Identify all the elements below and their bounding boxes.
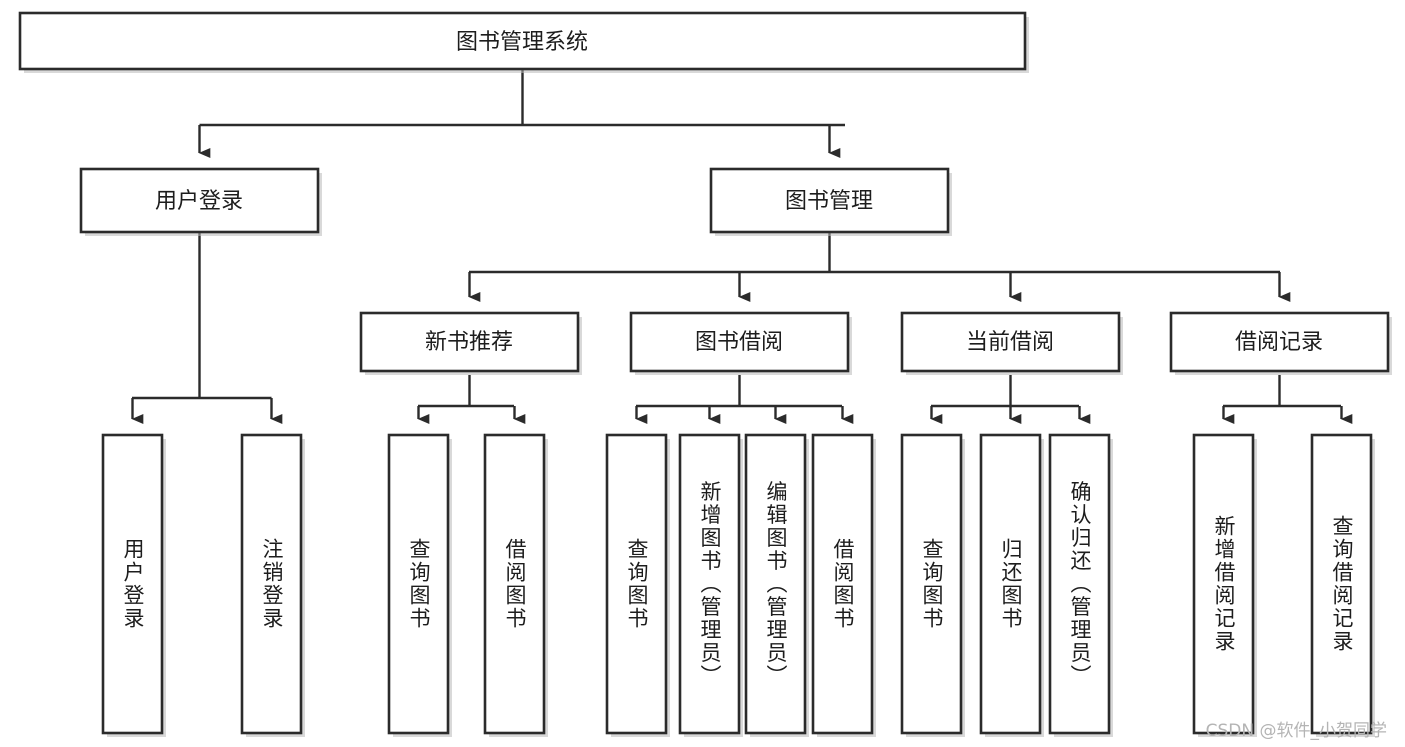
current-borrow-box [900, 311, 1121, 373]
book-management-label: 图书管理 [785, 189, 873, 214]
leaf-edit-book-box [744, 433, 807, 735]
book-borrow-label: 图书借阅 [695, 330, 783, 355]
new-book-recommend-box [359, 311, 580, 373]
borrow-record-label: 借阅记录 [1235, 330, 1323, 355]
leaf-logout-label: 注销登录 [260, 538, 284, 630]
node-leaf-user-login[interactable]: 用户登录 [101, 433, 166, 737]
new-book-recommend-label: 新书推荐 [425, 330, 513, 355]
leaf-borrow-book-2-label: 借阅图书 [831, 538, 855, 630]
root-box [18, 11, 1027, 71]
node-leaf-query-record[interactable]: 查询借阅记录 [1310, 433, 1375, 737]
leaf-borrow-book-2-box [811, 433, 874, 735]
node-book-borrow[interactable]: 图书借阅 [629, 311, 852, 375]
node-leaf-confirm-return[interactable]: 确认归还（管理员） [1048, 433, 1113, 737]
leaf-query-book-1-box [387, 433, 450, 735]
leaf-query-book-3-box [900, 433, 963, 735]
leaf-query-book-2-box [605, 433, 668, 735]
node-leaf-query-book-3[interactable]: 查询图书 [900, 433, 965, 737]
leaf-borrow-book-1-box [483, 433, 546, 735]
book-management-box [709, 167, 950, 234]
leaf-add-book-box [678, 433, 741, 735]
user-login-label: 用户登录 [155, 189, 243, 214]
node-leaf-return-book[interactable]: 归还图书 [979, 433, 1044, 737]
node-new-book-recommend[interactable]: 新书推荐 [359, 311, 582, 375]
leaf-query-book-2-label: 查询图书 [625, 538, 649, 630]
leaf-query-record-box [1310, 433, 1373, 735]
leaf-query-book-3-label: 查询图书 [920, 538, 944, 630]
leaf-user-login-label: 用户登录 [121, 538, 145, 630]
book-borrow-box [629, 311, 850, 373]
node-book-management[interactable]: 图书管理 [709, 167, 952, 236]
connector-layer [131, 69, 1353, 424]
current-borrow-label: 当前借阅 [966, 330, 1054, 355]
leaf-confirm-return-box [1048, 433, 1111, 735]
node-leaf-borrow-book-1[interactable]: 借阅图书 [483, 433, 548, 737]
node-root[interactable]: 图书管理系统 [18, 11, 1029, 73]
leaf-return-book-box [979, 433, 1042, 735]
leaf-borrow-book-1-label: 借阅图书 [503, 538, 527, 630]
node-leaf-query-book-2[interactable]: 查询图书 [605, 433, 670, 737]
node-user-login[interactable]: 用户登录 [79, 167, 322, 236]
leaf-add-record-box [1192, 433, 1255, 735]
node-leaf-edit-book[interactable]: 编辑图书（管理员） [744, 433, 809, 737]
leaf-logout-box [240, 433, 303, 735]
leaf-return-book-label: 归还图书 [999, 538, 1023, 630]
node-borrow-record[interactable]: 借阅记录 [1169, 311, 1392, 375]
borrow-record-box [1169, 311, 1390, 373]
node-leaf-add-book[interactable]: 新增图书（管理员） [678, 433, 743, 737]
node-current-borrow[interactable]: 当前借阅 [900, 311, 1123, 375]
node-leaf-query-book-1[interactable]: 查询图书 [387, 433, 452, 737]
leaf-add-record-label: 新增借阅记录 [1212, 515, 1236, 653]
node-leaf-logout[interactable]: 注销登录 [240, 433, 305, 737]
root-label: 图书管理系统 [456, 30, 588, 55]
leaf-add-book-label: 新增图书（管理员） [698, 481, 722, 688]
leaf-query-record-label: 查询借阅记录 [1330, 515, 1354, 653]
user-login-box [79, 167, 320, 234]
node-leaf-borrow-book-2[interactable]: 借阅图书 [811, 433, 876, 737]
leaf-user-login-box [101, 433, 164, 735]
leaf-edit-book-label: 编辑图书（管理员） [764, 481, 788, 688]
node-leaf-add-record[interactable]: 新增借阅记录 [1192, 433, 1257, 737]
leaf-confirm-return-label: 确认归还（管理员） [1068, 481, 1092, 688]
leaf-query-book-1-label: 查询图书 [407, 538, 431, 630]
